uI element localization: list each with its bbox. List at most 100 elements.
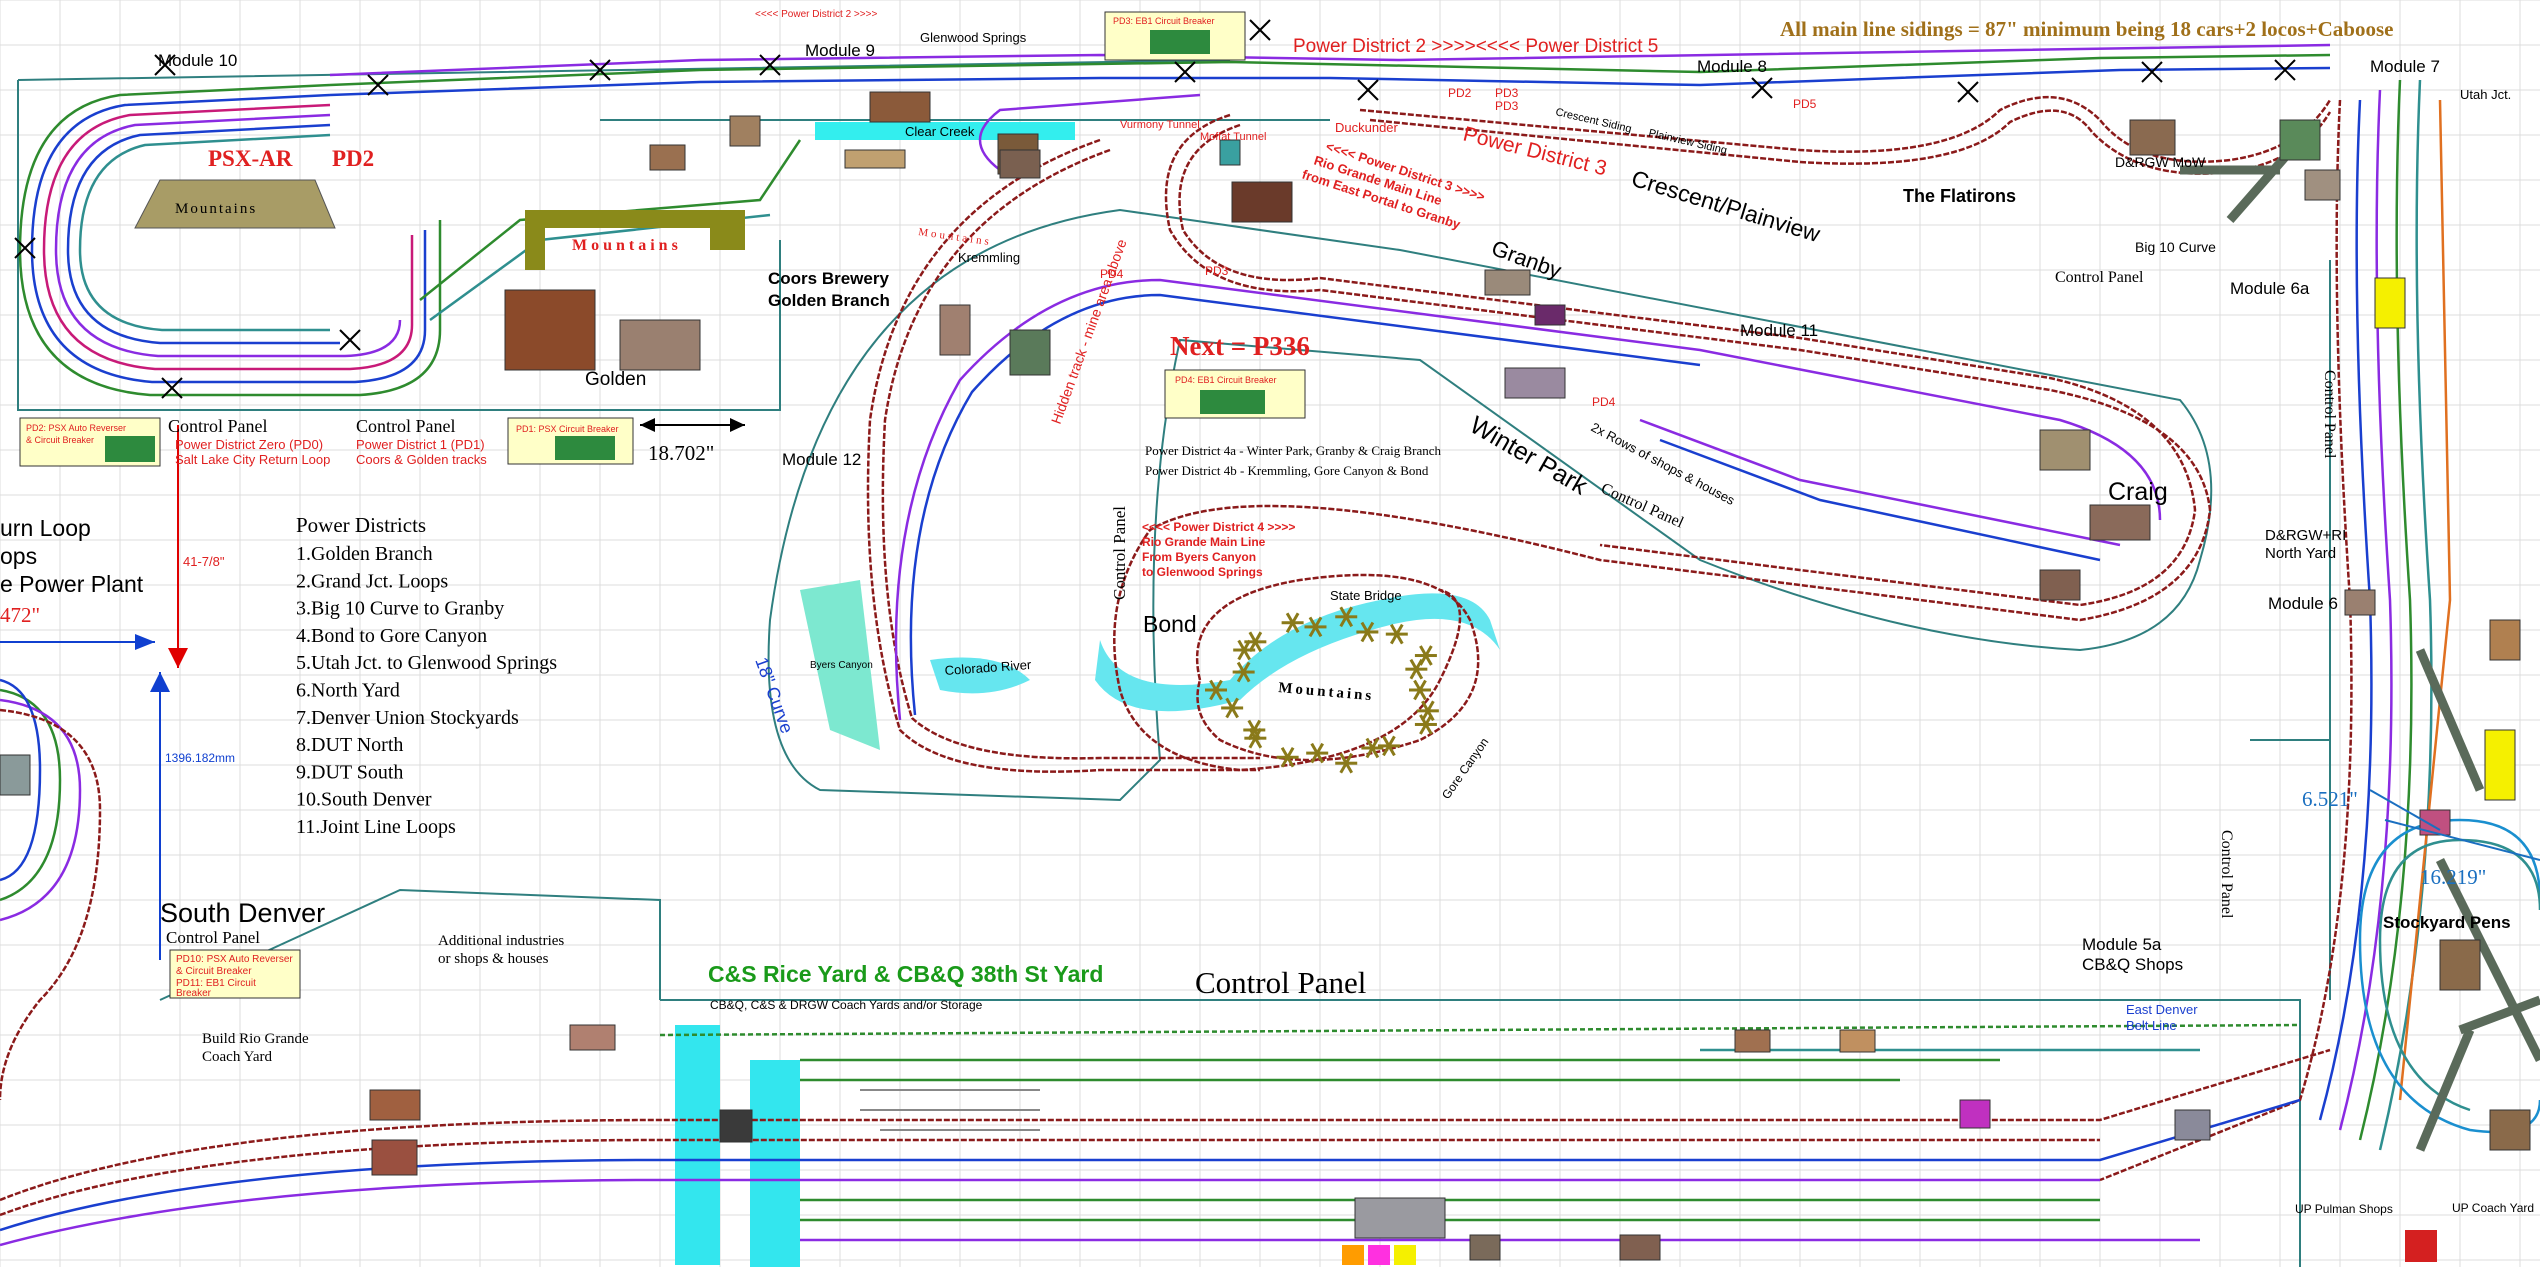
drgw-ri-label-2: North Yard	[2265, 545, 2336, 562]
tree-frond	[1230, 707, 1239, 719]
industry-building	[719, 1109, 753, 1143]
bond-label: Bond	[1143, 611, 1197, 637]
tree-frond	[1360, 621, 1369, 633]
industry-building	[2039, 429, 2091, 471]
crossover-stroke	[759, 54, 781, 76]
dim-472: 472"	[0, 603, 40, 627]
crossover-stroke	[1249, 19, 1271, 41]
dim-6521: 6.521"	[2302, 787, 2358, 811]
industry-building	[569, 1024, 616, 1051]
industry-building	[371, 1139, 418, 1176]
crossover-x-icon	[339, 329, 361, 351]
dim-18702: 18.702"	[648, 441, 714, 465]
industry-building	[2439, 939, 2481, 991]
mainline-flatirons	[1359, 95, 2332, 163]
yard-red-1	[0, 1048, 2331, 1202]
industry-building	[369, 1089, 421, 1121]
tree-frond	[1237, 649, 1246, 661]
pd4-breaker-chip	[1200, 390, 1265, 414]
yard-water-2	[750, 1060, 800, 1267]
right-orange-1	[2398, 99, 2452, 1101]
cp-module10: Control Panel	[168, 416, 268, 436]
tree-frond	[1413, 689, 1422, 701]
crossover-x-icon	[161, 377, 183, 399]
inner-blue-2	[1659, 438, 2101, 562]
industry-building	[619, 319, 701, 371]
tree-frond	[1248, 737, 1257, 749]
colorado-river-label: Colorado River	[944, 657, 1032, 678]
tree-frond	[1366, 621, 1375, 633]
pd4-banner-line1: <<<< Power District 4 >>>>	[1142, 520, 1295, 534]
tree-frond	[1285, 621, 1294, 634]
top-purple	[329, 43, 2331, 77]
rice-yard-label: C&S Rice Yard & CB&Q 38th St Yard	[708, 961, 1103, 987]
yard-water	[675, 1025, 720, 1265]
tree-frond	[1344, 762, 1354, 774]
industry-building	[2279, 119, 2321, 161]
tree-glyph	[1335, 606, 1358, 628]
spurs	[860, 1089, 1040, 1131]
power-district-item: 8.DUT North	[296, 734, 403, 756]
crossover-x-icon	[759, 54, 781, 76]
tree-frond	[1387, 735, 1396, 747]
tree-frond	[1365, 737, 1374, 749]
crossover-x-icon	[2141, 61, 2163, 83]
tree-frond	[1415, 668, 1424, 680]
cp-main: Control Panel	[1195, 965, 1366, 1000]
pd3-breaker-chip	[1150, 30, 1210, 54]
power-district-item: 4.Bond to Gore Canyon	[296, 625, 487, 647]
tree-frond	[1382, 745, 1391, 757]
pd11-breaker-label-1: PD11: EB1 Circuit	[176, 978, 256, 989]
mountains-trapezoid-label: Mountains	[175, 201, 257, 217]
tree-frond	[1237, 639, 1246, 651]
top-green	[329, 53, 2331, 87]
industry-building	[0, 754, 31, 796]
moffat-tunnel-label: Moffat Tunnel	[1200, 131, 1266, 143]
crossover-stroke	[2141, 61, 2163, 83]
inner-purple-1	[894, 278, 2162, 721]
power-district-item: 7.Denver Union Stockyards	[296, 707, 519, 729]
belt-line-label: Belt Line	[2126, 1018, 2177, 1033]
power-district-item: 2.Grand Jct. Loops	[296, 570, 448, 592]
dim-41-arrow	[168, 648, 188, 668]
crossover-x-icon	[1174, 61, 1196, 83]
power-district-item: 5.Utah Jct. to Glenwood Springs	[296, 652, 557, 674]
tree-frond	[1209, 689, 1218, 701]
tree-frond	[1371, 737, 1380, 749]
drgw-ri-label-1: D&RGW+RI	[2265, 527, 2346, 544]
pd10-breaker-label-1: PD10: PSX Auto Reverser	[176, 954, 293, 965]
tree-frond	[1310, 752, 1319, 764]
tree-glyph	[1306, 742, 1329, 764]
gore-canyon-label: Gore Canyon	[1439, 735, 1491, 801]
breaker-boxes	[19, 11, 2516, 1265]
mountain-olive-bracket	[525, 210, 745, 270]
crossover-stroke	[1357, 79, 1379, 101]
industry-building	[2129, 119, 2176, 156]
crossover-stroke	[589, 59, 611, 81]
tree-frond	[1280, 756, 1289, 768]
industry-building	[2419, 809, 2451, 836]
tree-glyph	[1276, 746, 1299, 768]
cp-south-denver: Control Panel	[166, 928, 260, 947]
crossover-x-icon	[1957, 81, 1979, 103]
crossover-stroke	[2274, 59, 2296, 81]
pd3-breaker-label: PD3: EB1 Circuit Breaker	[1113, 16, 1215, 26]
hidden-track-label: Hidden track - mine area above	[1048, 237, 1130, 426]
tree-frond	[1236, 671, 1245, 683]
stockyard-structures	[2180, 137, 2540, 1152]
industry-building	[939, 304, 971, 356]
top-blue	[329, 66, 2331, 97]
tree-frond	[1248, 641, 1257, 653]
cp-golden: Control Panel	[356, 416, 456, 436]
tree-glyph	[1304, 616, 1327, 638]
vurmony-tunnel-label: Vurmony Tunnel	[1120, 119, 1200, 131]
right-yellow-box-1	[2374, 277, 2406, 329]
tree-frond	[1421, 700, 1430, 712]
dim-18702-arrow-l	[640, 418, 655, 432]
top-note: All main line sidings = 87" minimum bein…	[1780, 17, 2393, 41]
tree-frond	[1415, 658, 1424, 670]
pd4a-note: Power District 4a - Winter Park, Granby …	[1145, 443, 1441, 458]
industry-building	[1839, 1029, 1876, 1053]
pd2-breaker-label-1: PD2: PSX Auto Reverser	[26, 423, 126, 433]
tree-glyph	[1233, 639, 1256, 661]
